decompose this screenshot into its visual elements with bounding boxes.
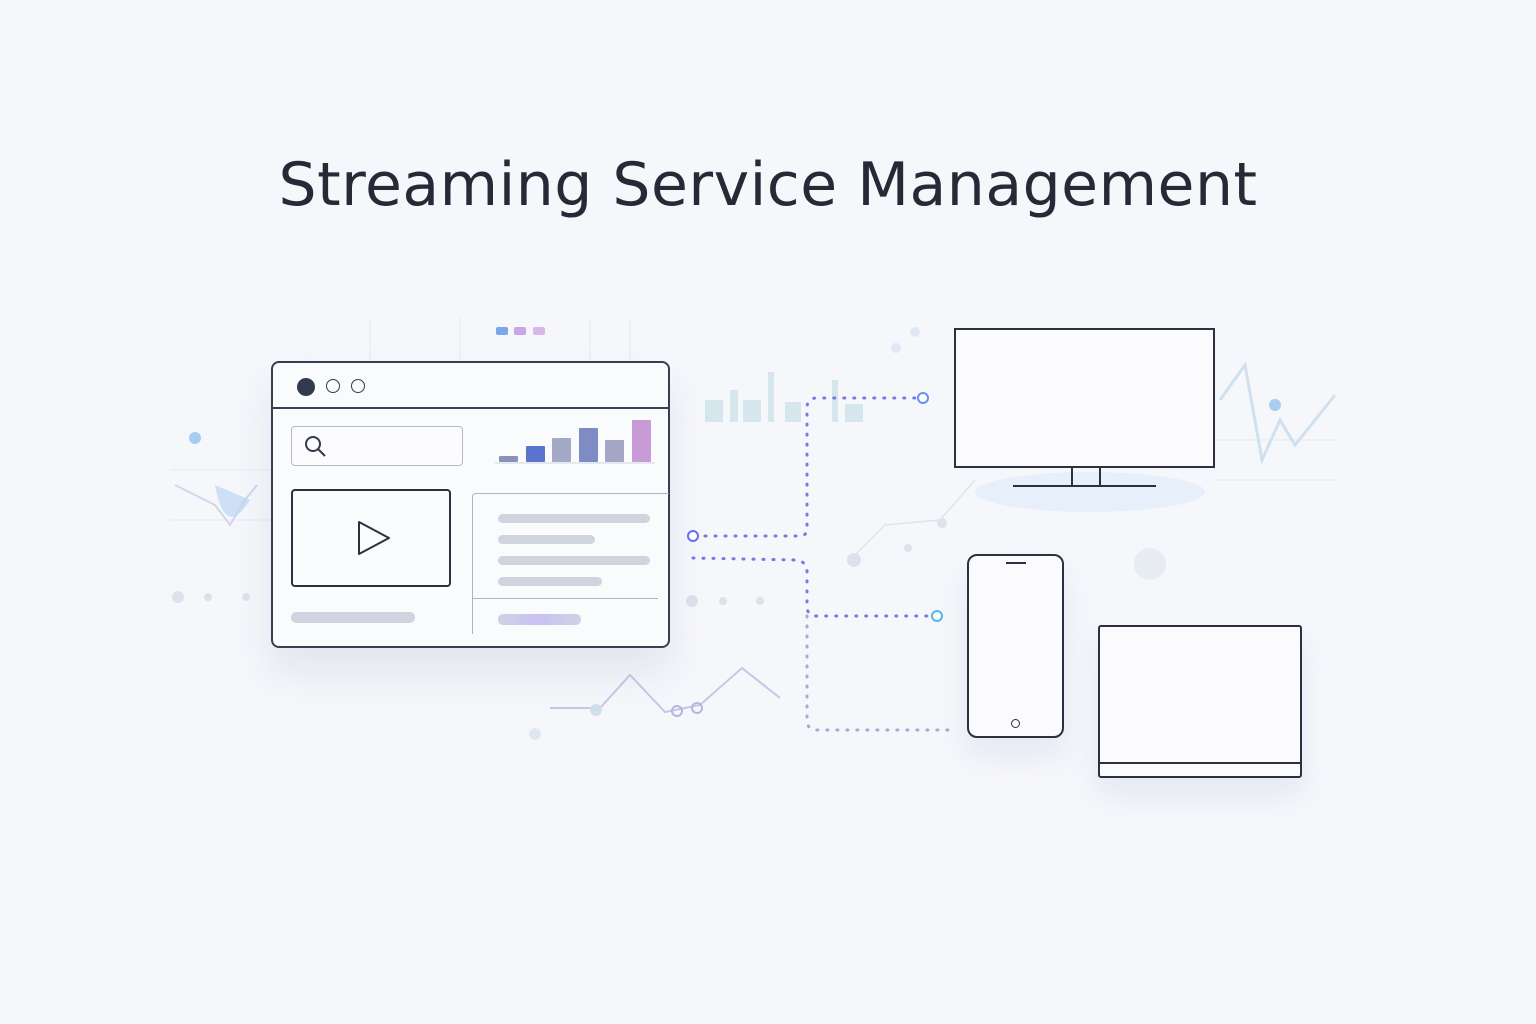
window-dot-minimize[interactable]: [326, 379, 340, 393]
monitor-icon: [954, 328, 1215, 468]
phone-icon: [967, 554, 1064, 738]
monitor-stand: [1071, 466, 1101, 487]
mini-chart-bar: [525, 446, 545, 462]
window-titlebar: [273, 363, 668, 409]
mini-chart-bar: [499, 456, 518, 462]
monitor-base: [1013, 485, 1156, 487]
connector-node: [687, 530, 699, 542]
tablet-icon: [1098, 625, 1302, 778]
search-icon: [305, 436, 326, 457]
content-list-panel: [472, 493, 669, 634]
mini-chart-bar: [632, 420, 651, 462]
mini-bar-chart: [495, 418, 655, 464]
mini-chart-bar: [578, 427, 598, 462]
mini-chart-bar: [605, 440, 625, 462]
window-dot-close[interactable]: [297, 378, 315, 396]
browser-window: [271, 361, 670, 648]
mini-chart-bar: [552, 438, 572, 462]
video-player[interactable]: [291, 489, 451, 587]
window-dot-maximize[interactable]: [351, 379, 365, 393]
play-icon[interactable]: [357, 520, 391, 556]
connector-node: [931, 610, 943, 622]
page-title: Streaming Service Management: [278, 150, 1258, 220]
connector-node: [917, 392, 929, 404]
search-input[interactable]: [291, 426, 463, 466]
